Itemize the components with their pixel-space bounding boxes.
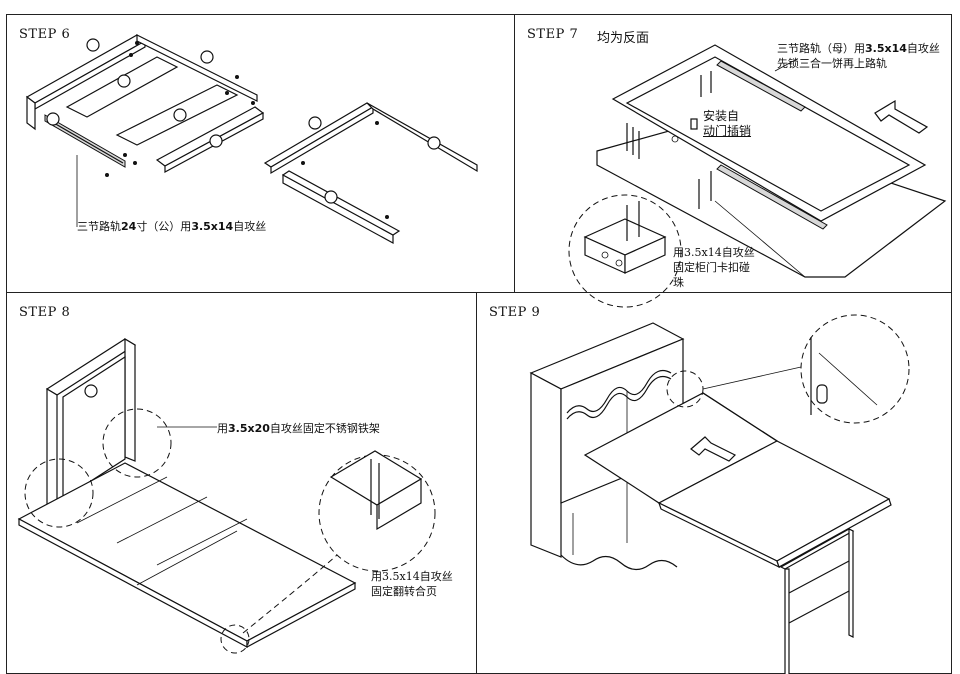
- step-6-rail-note: 三节路轨24寸（公）用3.5x14自攻丝: [77, 220, 267, 233]
- step-7-catch-note: 用3.5x14自攻丝 固定柜门卡扣碰 珠: [673, 246, 755, 289]
- instruction-sheet: STEP 6: [6, 14, 952, 674]
- catch-detail-circle: [568, 194, 682, 308]
- push-arrow-icon: [690, 436, 737, 462]
- step-9-title: STEP 9: [489, 305, 541, 320]
- push-arrow-icon: [874, 99, 929, 134]
- latch-detail-circle: [800, 314, 910, 424]
- step-7-rail-note: 三节路轨（母）用3.5x14自攻丝 先锁三合一饼再上路轨: [777, 42, 940, 70]
- step-8-title: STEP 8: [19, 305, 71, 320]
- step-7-panel: STEP 7 均为反面: [515, 15, 951, 308]
- step-8-drawing: [17, 337, 436, 654]
- step-6-title: STEP 6: [19, 27, 71, 42]
- step-7-latch-note: 安装自 动门插销: [703, 109, 752, 138]
- step-7-title: STEP 7: [527, 27, 579, 42]
- frame-assembly-diagram: [25, 34, 265, 223]
- step-9-drawing: [529, 314, 910, 674]
- step-6-panel: STEP 6: [7, 15, 515, 293]
- step-9-panel: STEP 9: [477, 293, 951, 674]
- step-7-drawing: [568, 44, 947, 308]
- side-frame-diagram: [263, 102, 478, 245]
- step-8-panel: STEP 8: [7, 293, 477, 673]
- bracket-detail-circle-left: [24, 458, 94, 528]
- step-7-subtitle: 均为反面: [597, 31, 650, 46]
- step-6-drawing: [25, 34, 478, 245]
- step-8-hinge-note: 用3.5x14自攻丝 固定翻转合页: [371, 570, 453, 598]
- step-8-bracket-note: 用3.5x20自攻丝固定不锈钢铁架: [217, 422, 380, 435]
- bracket-detail-circle-right: [102, 408, 172, 478]
